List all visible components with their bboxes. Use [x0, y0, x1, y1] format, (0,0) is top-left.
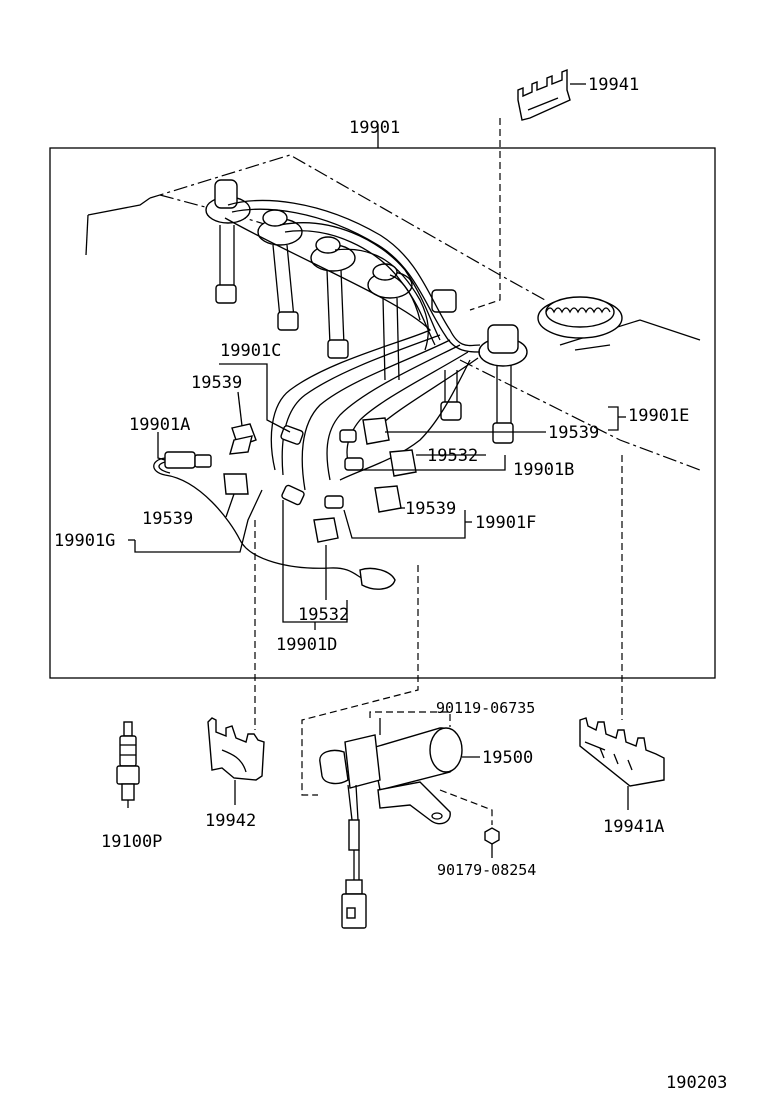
label-19901f: 19901F [475, 513, 536, 533]
plug-cord-set [205, 179, 528, 509]
spark-plug [116, 721, 140, 808]
label-19901d: 19901D [276, 635, 337, 655]
label-19539-1: 19539 [191, 373, 242, 393]
plug-cap-3 [310, 236, 356, 359]
label-19941: 19941 [588, 75, 639, 95]
label-19500: 19500 [482, 748, 533, 768]
reference-lines [254, 118, 623, 825]
boot-parts [223, 417, 417, 543]
label-19901g: 19901G [54, 531, 115, 551]
label-19539-f: 19539 [405, 499, 456, 519]
harness-frame [49, 147, 716, 679]
label-19532-b: 19532 [427, 446, 478, 466]
clamp-19942 [207, 717, 265, 805]
plug-cap-1 [205, 179, 251, 304]
label-19901c: 19901C [220, 341, 281, 361]
label-19532-d: 19532 [298, 605, 349, 625]
figure-number: 190203 [666, 1073, 727, 1093]
label-19942: 19942 [205, 811, 256, 831]
bolt [484, 827, 500, 858]
clamp-19941 [517, 68, 571, 121]
clamp-19941a [579, 717, 665, 810]
label-19539-e: 19539 [548, 423, 599, 443]
label-90179-08254: 90179-08254 [437, 861, 536, 879]
cord-connectors [280, 425, 364, 509]
distributor-cap [431, 289, 528, 444]
leader-lines [128, 83, 626, 630]
label-19539-g: 19539 [142, 509, 193, 529]
engine-outline [85, 154, 701, 471]
radiator-cap [537, 296, 623, 339]
ignition-coil [319, 718, 480, 929]
label-19901a: 19901A [129, 415, 190, 435]
label-19901b: 19901B [513, 460, 574, 480]
plug-cap-2 [257, 209, 303, 331]
label-90119-06735: 90119-06735 [436, 699, 535, 717]
label-19100p: 19100P [101, 832, 162, 852]
label-19941a: 19941A [603, 817, 664, 837]
label-19901: 19901 [349, 118, 400, 138]
cord-a [153, 451, 396, 590]
label-19901e: 19901E [628, 406, 689, 426]
plug-cap-4 [367, 263, 413, 381]
